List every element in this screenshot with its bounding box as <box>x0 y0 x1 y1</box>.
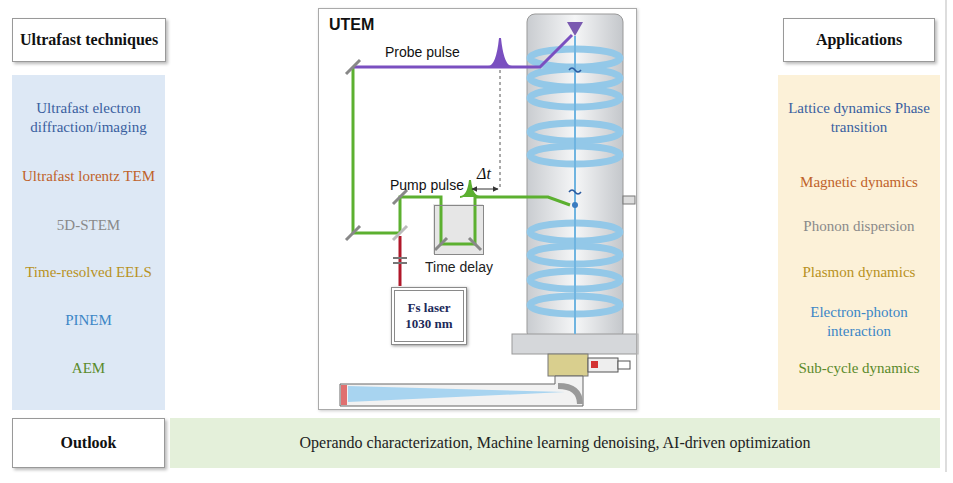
delay-stage-box <box>434 205 484 255</box>
list-item: 5D-STEM <box>19 216 159 235</box>
delay-bracket <box>472 189 498 190</box>
delay-guide-line <box>500 70 501 190</box>
panel-title: UTEM <box>329 16 374 34</box>
electron-beam <box>574 36 576 334</box>
technique-panel: Ultrafast electron diffraction/imagingUl… <box>12 75 165 410</box>
list-item: Phonon dispersion <box>785 217 933 236</box>
list-item: AEM <box>19 359 159 378</box>
laser-beam <box>399 236 402 286</box>
list-item: Ultrafast lorentz TEM <box>19 167 159 186</box>
laser-label: Fs laser 1030 nm <box>400 300 458 331</box>
outlook-header: Outlook <box>12 418 165 468</box>
stage-label: Time delay <box>419 259 499 275</box>
spectrometer-chamber <box>340 376 583 406</box>
electron-pulse <box>569 68 581 194</box>
list-item: Plasmon dynamics <box>785 263 933 282</box>
detector-mark <box>591 361 598 368</box>
delay-symbol: Δt <box>477 165 491 183</box>
beam-label: Pump pulse <box>390 177 464 193</box>
dispersed-beam <box>348 386 565 402</box>
list-item: Electron-photon interaction <box>785 303 933 341</box>
section-header: Applications <box>783 18 935 62</box>
application-panel: Lattice dynamics Phase transitionMagneti… <box>778 75 940 410</box>
detector-port <box>618 361 630 369</box>
header-text: Applications <box>816 31 902 49</box>
list-item: Lattice dynamics Phase transition <box>785 99 933 137</box>
detector-arm <box>588 358 618 372</box>
list-item: Time-resolved EELS <box>19 263 159 282</box>
mirror <box>469 238 481 250</box>
list-item: Magnetic dynamics <box>785 173 933 192</box>
pump-beam <box>400 197 570 244</box>
laser-box: Fs laser 1030 nm <box>391 287 467 345</box>
optical-filter <box>393 262 407 264</box>
mirror <box>346 60 360 74</box>
probe-pulse-peak <box>488 38 512 67</box>
microscope-column <box>527 14 623 340</box>
specimen <box>572 202 578 208</box>
list-item: Sub-cycle dynamics <box>785 359 933 378</box>
list-item: PINEM <box>19 311 159 330</box>
optical-filter <box>393 257 407 259</box>
electron-gun-tip <box>567 22 583 36</box>
probe-beam-path <box>353 67 400 233</box>
beam-splitter <box>393 226 407 240</box>
utem-panel: UTEM Time delay Fs laser 1030 nm <box>318 8 637 410</box>
beam-label: Probe pulse <box>385 44 460 60</box>
frame-line <box>946 0 947 472</box>
column-base <box>512 334 638 354</box>
outlook-text: Operando characterization, Machine learn… <box>300 434 811 452</box>
spectrometer-magnet <box>558 386 580 404</box>
mirror <box>435 238 447 250</box>
header-text: Outlook <box>60 434 116 452</box>
column-port <box>623 196 635 204</box>
probe-beam <box>353 35 572 67</box>
time-delay-stage: Time delay <box>419 197 499 279</box>
detector-box <box>548 354 588 376</box>
header-text: Ultrafast techniques <box>20 31 158 49</box>
list-item: Ultrafast electron diffraction/imaging <box>19 99 159 137</box>
detector-screen <box>341 385 347 405</box>
section-header: Ultrafast techniques <box>12 18 166 62</box>
outlook-band: Operando characterization, Machine learn… <box>170 418 940 468</box>
mirror <box>346 226 360 240</box>
